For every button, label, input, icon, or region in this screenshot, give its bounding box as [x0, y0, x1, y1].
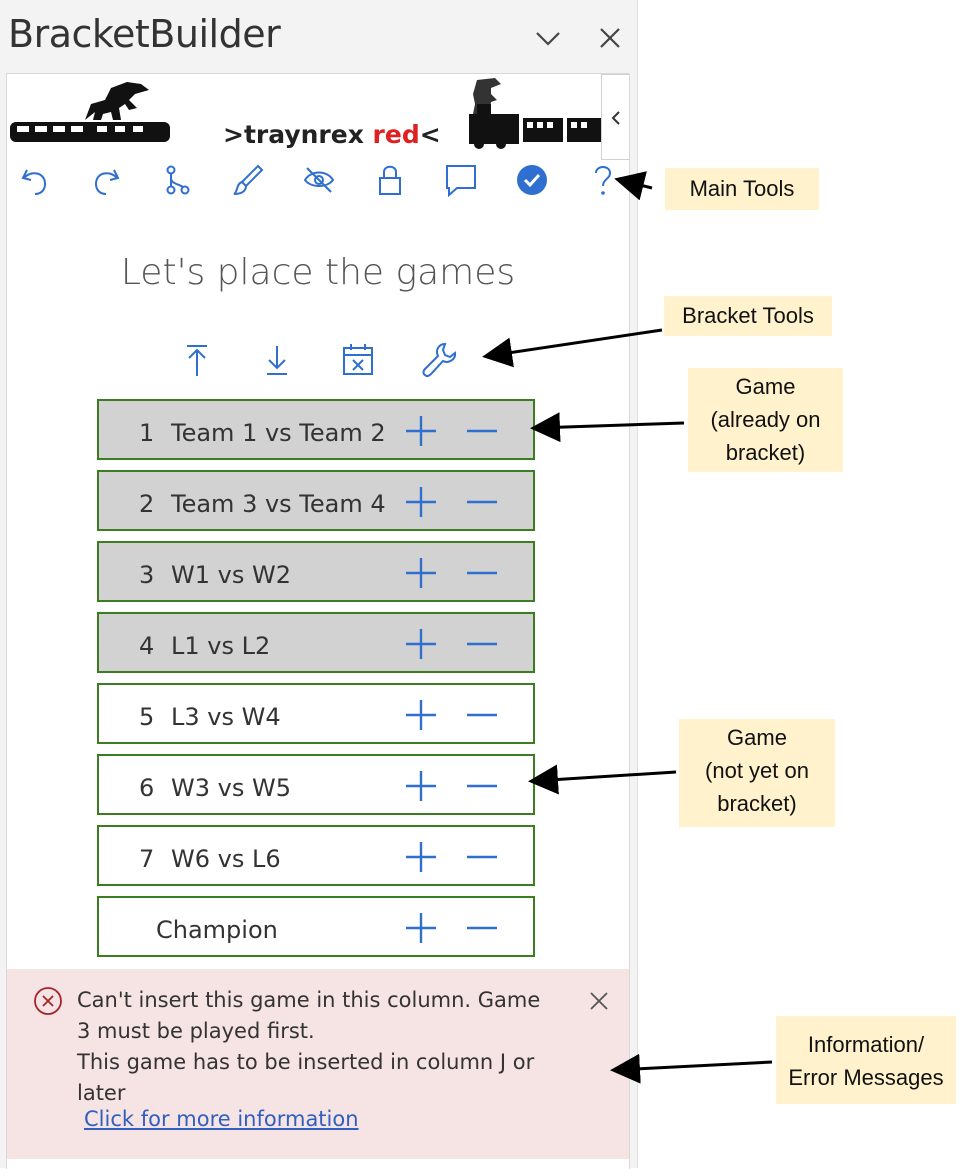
game-row[interactable]: 3 W1 vs W2	[97, 541, 535, 602]
callout-main-tools: Main Tools	[665, 168, 819, 210]
add-game-to-bracket-icon[interactable]	[404, 556, 438, 590]
add-game-to-bracket-icon[interactable]	[404, 627, 438, 661]
remove-game-from-bracket-icon[interactable]	[465, 840, 499, 874]
game-number: 2	[139, 490, 155, 518]
game-number: 7	[139, 845, 155, 873]
brand-wordmark: >traynrex red<	[223, 120, 441, 149]
add-in-content: >traynrex red<	[6, 73, 630, 1169]
add-game-to-bracket-icon[interactable]	[404, 485, 438, 519]
game-label: W1 vs W2	[171, 561, 291, 589]
add-game-to-bracket-icon[interactable]	[404, 698, 438, 732]
callout-information-messages: Information/Error Messages	[776, 1016, 956, 1104]
add-game-to-bracket-icon[interactable]	[404, 769, 438, 803]
pane-title: BracketBuilder	[8, 12, 281, 56]
remove-game-from-bracket-icon[interactable]	[465, 911, 499, 945]
remove-game-from-bracket-icon[interactable]	[465, 698, 499, 732]
game-row[interactable]: 6 W3 vs W5	[97, 754, 535, 815]
wrench-icon[interactable]	[419, 340, 459, 380]
game-label: Champion	[156, 916, 278, 944]
remove-game-from-bracket-icon[interactable]	[465, 556, 499, 590]
collapse-banner-button[interactable]	[601, 74, 629, 160]
dismiss-message-icon[interactable]	[587, 989, 611, 1013]
comment-icon[interactable]	[441, 160, 481, 200]
callout-bracket-tools: Bracket Tools	[664, 296, 832, 336]
game-label: L3 vs W4	[171, 703, 281, 731]
game-number: 5	[139, 703, 155, 731]
game-number: 4	[139, 632, 155, 660]
brush-icon[interactable]	[228, 160, 268, 200]
game-label: Team 1 vs Team 2	[171, 419, 386, 447]
calendar-remove-icon[interactable]	[338, 340, 378, 380]
game-number: 6	[139, 774, 155, 802]
eye-off-icon[interactable]	[299, 160, 339, 200]
check-circle-icon[interactable]	[512, 160, 552, 200]
pane-options-chevron-icon[interactable]	[532, 22, 564, 54]
close-icon[interactable]	[594, 22, 626, 54]
lock-icon[interactable]	[370, 160, 410, 200]
game-label: W3 vs W5	[171, 774, 291, 802]
game-row[interactable]: 2 Team 3 vs Team 4	[97, 470, 535, 531]
error-message-line2: This game has to be inserted in column J…	[77, 1050, 535, 1105]
game-row[interactable]: 5 L3 vs W4	[97, 683, 535, 744]
game-row[interactable]: 7 W6 vs L6	[97, 825, 535, 886]
remove-game-from-bracket-icon[interactable]	[465, 769, 499, 803]
error-message: Can't insert this game in this column. G…	[7, 969, 629, 1159]
page-heading: Let's place the games	[120, 252, 516, 293]
move-down-icon[interactable]	[257, 340, 297, 380]
arrow-info-messages	[610, 1053, 773, 1084]
remove-game-from-bracket-icon[interactable]	[465, 414, 499, 448]
game-label: W6 vs L6	[171, 845, 281, 873]
remove-game-from-bracket-icon[interactable]	[465, 485, 499, 519]
redo-icon[interactable]	[86, 160, 126, 200]
more-info-link[interactable]: Click for more information	[84, 1107, 359, 1131]
game-label: Team 3 vs Team 4	[171, 490, 386, 518]
add-game-to-bracket-icon[interactable]	[404, 414, 438, 448]
game-number: 3	[139, 561, 155, 589]
game-row[interactable]: Champion	[97, 896, 535, 957]
train-dino-illustration	[10, 78, 601, 149]
error-message-line1: Can't insert this game in this column. G…	[77, 988, 541, 1043]
error-icon	[34, 987, 62, 1015]
game-label: L1 vs L2	[171, 632, 271, 660]
move-to-top-icon[interactable]	[177, 340, 217, 380]
game-row[interactable]: 1 Team 1 vs Team 2	[97, 399, 535, 460]
task-pane: BracketBuilder	[0, 0, 638, 1169]
remove-game-from-bracket-icon[interactable]	[465, 627, 499, 661]
branch-icon[interactable]	[157, 160, 197, 200]
chevron-left-icon	[611, 111, 620, 125]
help-icon[interactable]	[583, 160, 623, 200]
game-number: 1	[139, 419, 155, 447]
add-game-to-bracket-icon[interactable]	[404, 911, 438, 945]
undo-icon[interactable]	[15, 160, 55, 200]
game-row[interactable]: 4 L1 vs L2	[97, 612, 535, 673]
brand-banner: >traynrex red<	[7, 74, 601, 152]
add-game-to-bracket-icon[interactable]	[404, 840, 438, 874]
